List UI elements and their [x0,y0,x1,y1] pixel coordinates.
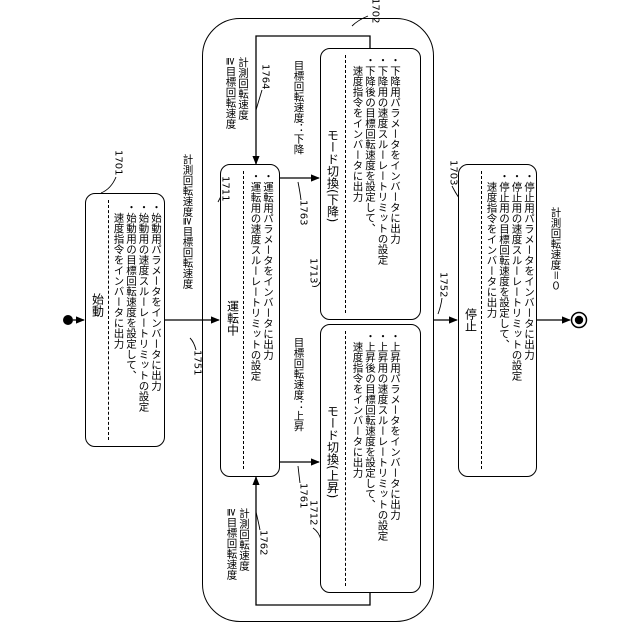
transition-1761-label: 目標回転速度：上昇 [292,337,305,432]
ref-1701: 1701 [111,150,124,175]
state-stop-lines: ・停止用パラメータをインバータに出力 ・停止用の速度スルーレートリミットの設定 … [485,171,535,381]
state-mode-up-title: モード切換(上昇) [326,405,339,498]
state-start-title: 始動 [91,293,104,317]
state-running-divider [243,171,244,469]
state-running-line: ・運転用の速度スルーレートリミットの設定 [249,171,262,381]
state-mode-up-line: ・上昇用の速度スルーレートリミットの設定 [376,331,389,541]
state-mode-down-line: ・下降用の速度スルーレートリミットの設定 [376,55,389,265]
transition-1764-label-line: 計測回転速度 [237,57,250,129]
state-stop: 停止 ・停止用パラメータをインバータに出力 ・停止用の速度スルーレートリミットの… [458,164,537,477]
state-mode-down: モード切換(下降) ・下降用パラメータをインバータに出力 ・下降用の速度スルーレ… [320,48,421,320]
state-running-title: 運転中 [226,300,239,336]
transition-1762-label-line: ≧目標回転速度 [225,508,238,580]
transition-1762-label-line: 計測回転速度 [238,508,251,580]
state-stop-line: ・停止用パラメータをインバータに出力 [523,171,536,381]
transition-1764-label: 計測回転速度 ≧目標回転速度 [224,57,249,129]
transition-1752-label: 計測回転速度＝０ [549,207,562,291]
ref-1764: 1764 [258,64,271,89]
state-mode-up: モード切換(上昇) ・上昇用パラメータをインバータに出力 ・上昇用の速度スルーレ… [320,324,421,593]
state-mode-down-divider [345,55,346,313]
transition-1762-label: 計測回転速度 ≧目標回転速度 [225,508,250,580]
state-mode-down-lines: ・下降用パラメータをインバータに出力 ・下降用の速度スルーレートリミットの設定 … [351,55,401,265]
ref-1763: 1763 [296,200,309,225]
state-start-lines: ・始動用パラメータをインバータに出力 ・始動用の速度スルーレートリミットの設定 … [112,202,162,412]
transition-1764-label-line: ≧目標回転速度 [224,57,237,129]
final-node-center [575,316,583,324]
state-start: 始動 ・始動用パラメータをインバータに出力 ・始動用の速度スルーレートリミットの… [85,193,165,447]
state-stop-line: ・停止用の目標回転速度を設定して、 [498,171,511,381]
state-mode-down-line: ・下降後の目標回転速度を設定して、 [364,55,377,265]
transition-1751-label: 計測回転速度≧目標回転速度 [181,154,194,289]
state-mode-up-line: ・上昇後の目標回転速度を設定して、 [364,331,377,541]
state-running: 運転中 ・運転用パラメータをインバータに出力 ・運転用の速度スルーレートリミット… [220,164,280,477]
state-start-line: ・始動用の目標回転速度を設定して、 [125,202,138,412]
initial-node [63,315,73,325]
state-start-line: ・始動用パラメータをインバータに出力 [150,202,163,412]
ref-1752: 1752 [436,272,449,297]
state-stop-line: ・停止用の速度スルーレートリミットの設定 [510,171,523,381]
state-mode-up-lines: ・上昇用パラメータをインバータに出力 ・上昇用の速度スルーレートリミットの設定 … [351,331,401,541]
state-start-divider [108,200,109,440]
state-mode-down-title: モード切換(下降) [326,129,339,222]
state-stop-line: 速度指令をインバータに出力 [485,171,498,381]
leader-1751 [190,338,196,350]
ref-1762: 1762 [256,530,269,555]
state-mode-up-divider [345,331,346,586]
state-mode-down-line: ・下降用パラメータをインバータに出力 [389,55,402,265]
state-start-line: 速度指令をインバータに出力 [112,202,125,412]
state-mode-up-line: 速度指令をインバータに出力 [351,331,364,541]
state-mode-up-line: ・上昇用パラメータをインバータに出力 [389,331,402,541]
ref-1711: 1711 [218,176,231,201]
leader-1701 [101,177,116,193]
state-running-lines: ・運転用パラメータをインバータに出力 ・運転用の速度スルーレートリミットの設定 [249,171,274,381]
ref-1761: 1761 [296,483,309,508]
ref-1751: 1751 [190,350,203,375]
state-stop-divider [481,171,482,469]
leader-1752 [438,298,442,314]
state-start-line: ・始動用の速度スルーレートリミットの設定 [137,202,150,412]
ref-1702: 1702 [368,0,381,23]
state-running-line: ・運転用パラメータをインバータに出力 [262,171,275,381]
ref-1703: 1703 [446,160,459,185]
state-stop-title: 停止 [464,308,477,332]
ref-1713: 1713 [306,258,319,283]
state-mode-down-line: 速度指令をインバータに出力 [351,55,364,265]
transition-1763-label: 目標回転速度：下降 [292,60,305,155]
